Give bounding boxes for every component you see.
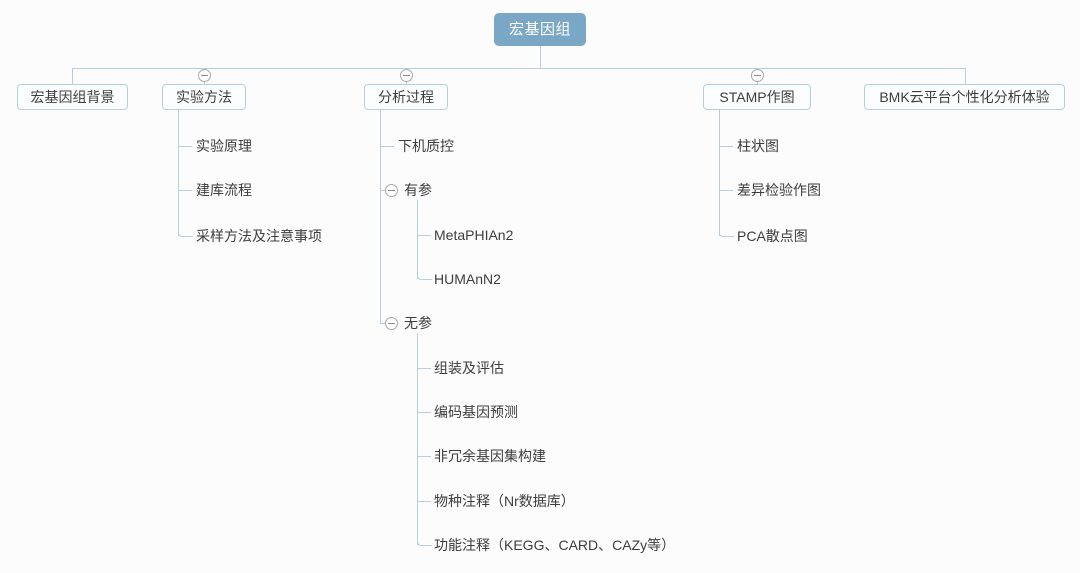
leaf-assembly-evaluation[interactable]: 组装及评估 (434, 361, 504, 375)
leaf-gene-prediction[interactable]: 编码基因预测 (434, 405, 518, 419)
connector-drop-bmk (965, 68, 966, 84)
leaf-species-annotation[interactable]: 物种注释（Nr数据库） (434, 494, 575, 508)
leaf-difference-test-plot[interactable]: 差异检验作图 (737, 183, 821, 197)
node-label: 分析过程 (378, 89, 434, 105)
collapse-minus-icon-stamp[interactable] (751, 69, 764, 82)
leaf-label: 组装及评估 (434, 360, 504, 376)
connector-dash-reference-1 (417, 235, 431, 236)
leaf-label: HUMAnN2 (434, 271, 501, 287)
connector-spine-reference (417, 200, 418, 279)
connector-dash-stamp-1 (719, 146, 733, 147)
leaf-label: PCA散点图 (737, 228, 808, 244)
connector-dash-denovo-5 (417, 509, 432, 546)
connector-dash-analysis-1 (380, 146, 394, 147)
connector-dash-stamp-3 (719, 200, 734, 237)
leaf-label: 功能注释（KEGG、CARD、CAZy等） (434, 537, 676, 553)
node-analysis-process[interactable]: 分析过程 (364, 84, 448, 110)
node-label: 有参 (404, 182, 432, 198)
leaf-bar-chart[interactable]: 柱状图 (737, 139, 779, 153)
leaf-sampling-method[interactable]: 采样方法及注意事项 (196, 229, 322, 243)
node-label: BMK云平台个性化分析体验 (879, 89, 1050, 105)
leaf-experiment-principle[interactable]: 实验原理 (196, 139, 252, 153)
leaf-label: 差异检验作图 (737, 182, 821, 198)
leaf-label: 编码基因预测 (434, 404, 518, 420)
collapse-minus-icon-experiment[interactable] (198, 69, 211, 82)
leaf-function-annotation[interactable]: 功能注释（KEGG、CARD、CAZy等） (434, 538, 675, 552)
connector-spine-analysis (380, 110, 381, 323)
connector-dash-reference-2 (417, 243, 432, 280)
connector-dash-experiment-3 (178, 200, 193, 237)
leaf-sequencing-qc[interactable]: 下机质控 (398, 139, 454, 153)
node-label: 实验方法 (176, 89, 232, 105)
leaf-pca-scatter-plot[interactable]: PCA散点图 (737, 229, 808, 243)
leaf-label: 物种注释（Nr数据库） (434, 493, 575, 509)
connector-dash-denovo-2 (417, 412, 431, 413)
leaf-label: 下机质控 (398, 138, 454, 154)
connector-spine-stamp (719, 110, 720, 236)
node-label: STAMP作图 (719, 89, 795, 105)
connector-dash-experiment-1 (178, 146, 192, 147)
leaf-label: 实验原理 (196, 138, 252, 154)
connector-level2-bus (72, 68, 965, 69)
leaf-label: 非冗余基因集构建 (434, 448, 546, 464)
node-label: 宏基因组背景 (30, 89, 115, 105)
leaf-label: 建库流程 (196, 182, 252, 198)
connector-dash-analysis-2 (380, 190, 386, 191)
node-metagenome-background[interactable]: 宏基因组背景 (17, 84, 128, 110)
leaf-humann2[interactable]: HUMAnN2 (434, 272, 501, 286)
node-reference-based[interactable]: 有参 (404, 183, 432, 197)
leaf-nonredundant-geneset[interactable]: 非冗余基因集构建 (434, 449, 546, 463)
node-stamp-plot[interactable]: STAMP作图 (703, 84, 811, 110)
connector-dash-denovo-3 (417, 456, 431, 457)
node-label: 无参 (404, 315, 432, 331)
leaf-label: MetaPHIAn2 (434, 227, 514, 243)
collapse-minus-icon-reference[interactable] (385, 184, 398, 197)
root-node-metagenome[interactable]: 宏基因组 (494, 13, 586, 46)
leaf-library-workflow[interactable]: 建库流程 (196, 183, 252, 197)
connector-dash-analysis-3 (380, 323, 386, 324)
connector-dash-stamp-2 (719, 190, 733, 191)
connector-root-stem (540, 46, 541, 68)
connector-dash-experiment-2 (178, 190, 192, 191)
node-de-novo[interactable]: 无参 (404, 316, 432, 330)
leaf-label: 柱状图 (737, 138, 779, 154)
connector-spine-denovo (417, 333, 418, 545)
leaf-label: 采样方法及注意事项 (196, 228, 322, 244)
leaf-metaphlan2[interactable]: MetaPHIAn2 (434, 228, 513, 242)
connector-drop-background (72, 68, 73, 84)
connector-dash-denovo-1 (417, 368, 431, 369)
root-node-label: 宏基因组 (508, 21, 571, 38)
connector-dash-denovo-4 (417, 501, 431, 502)
node-experiment-method[interactable]: 实验方法 (162, 84, 246, 110)
collapse-minus-icon-analysis[interactable] (400, 69, 413, 82)
collapse-minus-icon-denovo[interactable] (385, 317, 398, 330)
connector-spine-experiment (178, 110, 179, 236)
node-bmk-cloud-platform[interactable]: BMK云平台个性化分析体验 (864, 84, 1065, 110)
